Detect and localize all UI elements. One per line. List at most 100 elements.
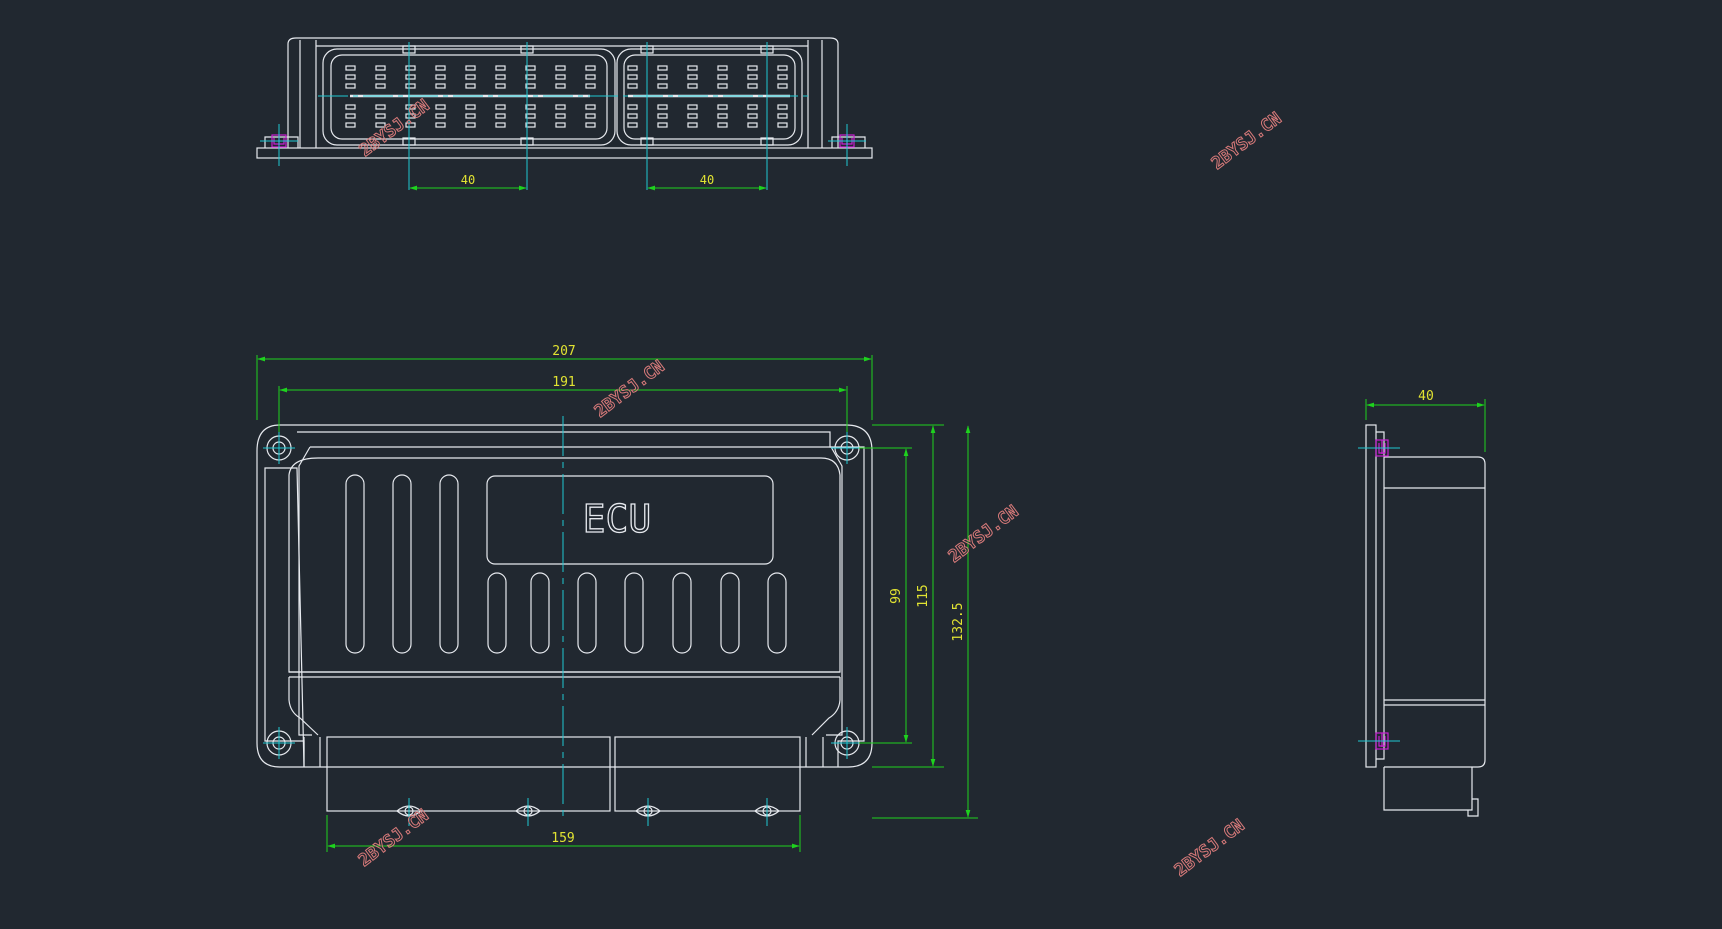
top-view-housing-ribs (299, 40, 823, 148)
vent-slot (392, 474, 412, 654)
connector-pin (405, 65, 416, 71)
connector-pin (495, 74, 506, 80)
connector-pin (555, 122, 566, 128)
connector-pin (777, 65, 788, 71)
top-view-left-pin-grid (345, 65, 596, 128)
connector-pin (345, 104, 356, 110)
connector-pin (687, 83, 698, 89)
front-view-tall-slots (345, 474, 459, 654)
dim-overall-width: 207 (552, 344, 575, 359)
connector-pin (435, 113, 446, 119)
watermark: 2BYSJ.CN (591, 357, 668, 422)
connector-pin (525, 74, 536, 80)
side-view-body (1384, 456, 1486, 768)
top-view (256, 37, 873, 159)
watermark: 2BYSJ.CN (356, 96, 433, 161)
connector-pin (747, 104, 758, 110)
connector-pin (717, 104, 728, 110)
top-view-right-pin-grid (627, 65, 788, 128)
front-view-top-cover (288, 457, 841, 673)
connector-pin (435, 122, 446, 128)
side-view-connector-clip (1467, 798, 1479, 817)
connector-pin (777, 122, 788, 128)
connector-pin (687, 122, 698, 128)
dim-overall-height: 132.5 (951, 602, 966, 641)
connector-pin (405, 113, 416, 119)
side-view-connector (1383, 767, 1473, 811)
top-view-right-connector (616, 48, 803, 146)
connector-pin (777, 83, 788, 89)
dim-hole-height: 99 (889, 588, 904, 604)
top-view-right-connector-inner (623, 54, 796, 140)
connector-pin (495, 65, 506, 71)
connector-pin (465, 104, 476, 110)
connector-pin (717, 74, 728, 80)
side-view-dim-depth: 40 (1418, 389, 1434, 404)
vent-slot (720, 572, 740, 654)
side-view-flange (1365, 424, 1377, 768)
side-view-center-lines (1358, 447, 1400, 742)
top-view-latches-top (402, 45, 774, 54)
connector-pin (657, 122, 668, 128)
connector-pin (345, 65, 356, 71)
connector-pin (525, 65, 536, 71)
connector-pin (627, 83, 638, 89)
connector-pin (405, 83, 416, 89)
watermark: 2BYSJ.CN (1208, 109, 1285, 174)
watermark: 2BYSJ.CN (945, 502, 1022, 567)
connector-pin (435, 83, 446, 89)
dim-body-height: 115 (916, 584, 931, 607)
connector-pin (495, 83, 506, 89)
connector-pin (495, 104, 506, 110)
vent-slot (345, 474, 365, 654)
connector-pin (777, 113, 788, 119)
connector-pin (375, 122, 386, 128)
connector-pin (717, 83, 728, 89)
side-view (1365, 424, 1486, 817)
connector-pin (555, 83, 566, 89)
dim-hole-spacing: 191 (552, 375, 575, 390)
front-view-body (264, 431, 865, 768)
connector-pin (627, 104, 638, 110)
connector-pin (555, 113, 566, 119)
connector-pin (555, 65, 566, 71)
vent-slot (530, 572, 550, 654)
vent-slot (672, 572, 692, 654)
connector-pin (345, 83, 356, 89)
connector-pin (525, 113, 536, 119)
connector-pin (627, 74, 638, 80)
connector-pin (657, 83, 668, 89)
connector-pin (405, 74, 416, 80)
connector-pin (627, 65, 638, 71)
front-view-lower-edge (288, 677, 841, 736)
connector-pin (747, 122, 758, 128)
connector-pin (405, 104, 416, 110)
front-view-connector-right (614, 736, 801, 812)
side-view-seams (1384, 487, 1485, 706)
dim-connector-width: 159 (551, 831, 574, 846)
connector-pin (405, 122, 416, 128)
connector-pin (495, 122, 506, 128)
connector-pin (525, 104, 536, 110)
vent-slot (577, 572, 597, 654)
vent-slot (624, 572, 644, 654)
connector-pin (777, 104, 788, 110)
top-view-base-flange (256, 147, 873, 159)
vent-slot (767, 572, 787, 654)
front-view-center-lines (263, 416, 863, 826)
connector-pin (585, 104, 596, 110)
watermark: 2BYSJ.CN (355, 806, 432, 871)
connector-pin (345, 74, 356, 80)
top-view-left-ear (264, 136, 299, 148)
front-view-ecu-label: ECU (583, 497, 652, 541)
front-view-connector-left (326, 736, 611, 812)
connector-pin (375, 104, 386, 110)
connector-pin (585, 113, 596, 119)
top-view-left-connector-inner (330, 54, 608, 140)
connector-pin (687, 113, 698, 119)
connector-pin (687, 74, 698, 80)
side-view-dimensions (1365, 399, 1486, 452)
connector-pin (657, 65, 668, 71)
top-view-center-lines (260, 42, 866, 190)
vent-slot (439, 474, 459, 654)
